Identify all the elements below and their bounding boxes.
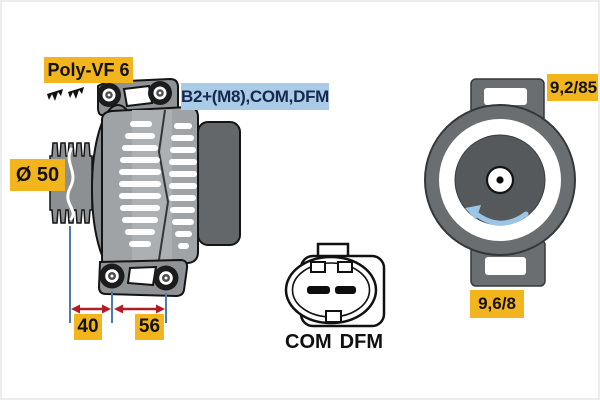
dimension-lines [69, 226, 167, 323]
keying-notch [325, 310, 342, 323]
vent-slots [119, 121, 161, 247]
spec-bottom-label: 9,6/8 [470, 290, 524, 318]
bushing-eye [97, 83, 121, 107]
connector-pin-labels: COM DFM [285, 330, 383, 354]
alternator-rear-view [424, 78, 576, 287]
bushing-eye [99, 263, 125, 289]
belt-profile-icon [47, 89, 63, 101]
rotation-ccw-arrow-icon [465, 205, 529, 226]
keying-notch [337, 261, 353, 273]
pin-label-dfm: DFM [339, 330, 383, 353]
belt-profile-icon [68, 87, 84, 99]
break-line [66, 147, 75, 221]
shaft-center [496, 176, 504, 184]
vent-slots [169, 123, 197, 249]
connector-pin-dfm [335, 286, 356, 294]
dimension-arrow-40 [71, 304, 111, 314]
connector-pin-com [307, 286, 330, 294]
connector-face-view [284, 242, 386, 328]
bushing-eye [153, 265, 179, 291]
bushing-eye [148, 81, 172, 105]
dimension-arrow-56 [114, 304, 165, 314]
pin-label-com: COM [285, 330, 332, 353]
connector-shell-inner [291, 262, 371, 318]
mounting-lug-bottom [97, 258, 189, 298]
pulley-diameter-label: Ø 50 [10, 159, 65, 191]
rear-housing [197, 121, 241, 246]
dimension-56-label: 56 [135, 314, 164, 340]
spec-top-label: 9,2/85 [547, 74, 598, 101]
keying-notch [310, 261, 326, 273]
housing-seam [157, 109, 170, 267]
belt-type-label: Poly-VF 6 [44, 57, 133, 83]
dimension-40-label: 40 [74, 314, 102, 340]
alternator-side-view [47, 77, 241, 323]
terminal-label: B2+(M8),COM,DFM [181, 83, 329, 110]
